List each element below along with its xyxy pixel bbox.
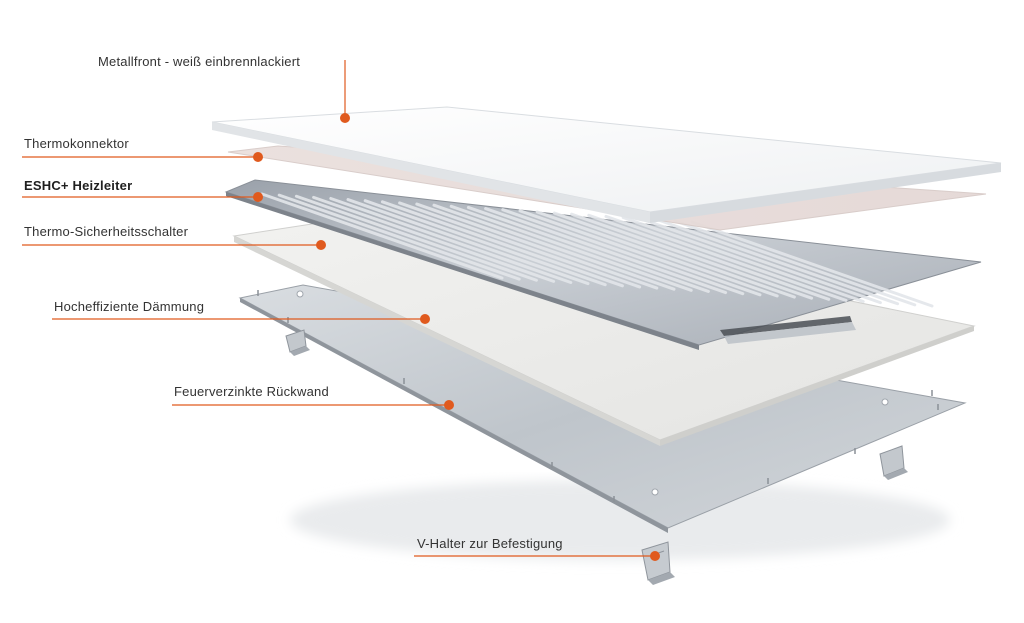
label-thermokonnektor: Thermokonnektor	[24, 136, 129, 151]
label-v-halter: V-Halter zur Befestigung	[417, 536, 563, 551]
ground-shadow	[290, 480, 950, 560]
heating-coil-segment	[449, 204, 693, 292]
leader-daemmung-dot	[420, 314, 430, 324]
heating-coil-segment	[587, 213, 831, 301]
heating-coil-segment	[432, 203, 676, 291]
leader-rueckwand-dot	[444, 400, 454, 410]
label-thermo-sicherheitsschalter: Thermo-Sicherheitsschalter	[24, 224, 189, 239]
leader-lines	[22, 60, 660, 561]
heating-coil-segment	[363, 199, 607, 287]
heating-coil-segment	[570, 212, 814, 300]
label-eshc-heizleiter: ESHC+ Heizleiter	[24, 178, 133, 193]
label-daemmung: Hocheffiziente Dämmung	[54, 299, 205, 314]
heating-conductor-layer	[224, 179, 982, 350]
heating-coil-segment	[501, 208, 745, 296]
label-metallfront: Metallfront - weiß einbrennlackiert	[98, 54, 301, 69]
heating-coil-segment	[415, 202, 659, 290]
heating-coil-segment	[621, 216, 865, 304]
heating-coil-segment	[329, 196, 573, 284]
label-rueckwand: Feuerverzinkte Rückwand	[174, 384, 329, 399]
heating-coil-segment	[346, 198, 590, 286]
heating-coil-segment	[518, 209, 762, 297]
heating-coil-segment	[277, 193, 521, 281]
metal-front-layer	[211, 106, 1002, 223]
heating-coil-segment	[673, 219, 917, 307]
heating-coil-segment	[294, 194, 538, 282]
leader-v-halter-dot	[650, 551, 660, 561]
leader-sicherheitsschalter-dot	[316, 240, 326, 250]
heating-coil-segment	[466, 205, 710, 293]
leader-metallfront-dot	[340, 113, 350, 123]
heating-coil-segment	[656, 218, 900, 306]
heating-coil-segment	[398, 201, 642, 289]
heating-coil-segment	[638, 217, 882, 305]
heating-coil-segment	[312, 195, 556, 283]
v-bracket-top-left	[285, 329, 310, 356]
leader-thermokonnektor-dot	[253, 152, 263, 162]
insulation-layer	[232, 209, 976, 446]
heating-coil-segment	[260, 192, 504, 280]
leader-heizleiter-dot	[253, 192, 263, 202]
v-bracket-bottom	[641, 541, 675, 585]
heating-coil-segment	[484, 207, 728, 295]
heating-coil-segment	[690, 220, 934, 308]
heating-coil-segment	[535, 210, 779, 298]
v-bracket-right	[879, 445, 908, 480]
heating-coil-segment	[604, 214, 848, 302]
heating-coil-segment	[380, 200, 624, 288]
heating-coil-segment	[552, 211, 796, 299]
